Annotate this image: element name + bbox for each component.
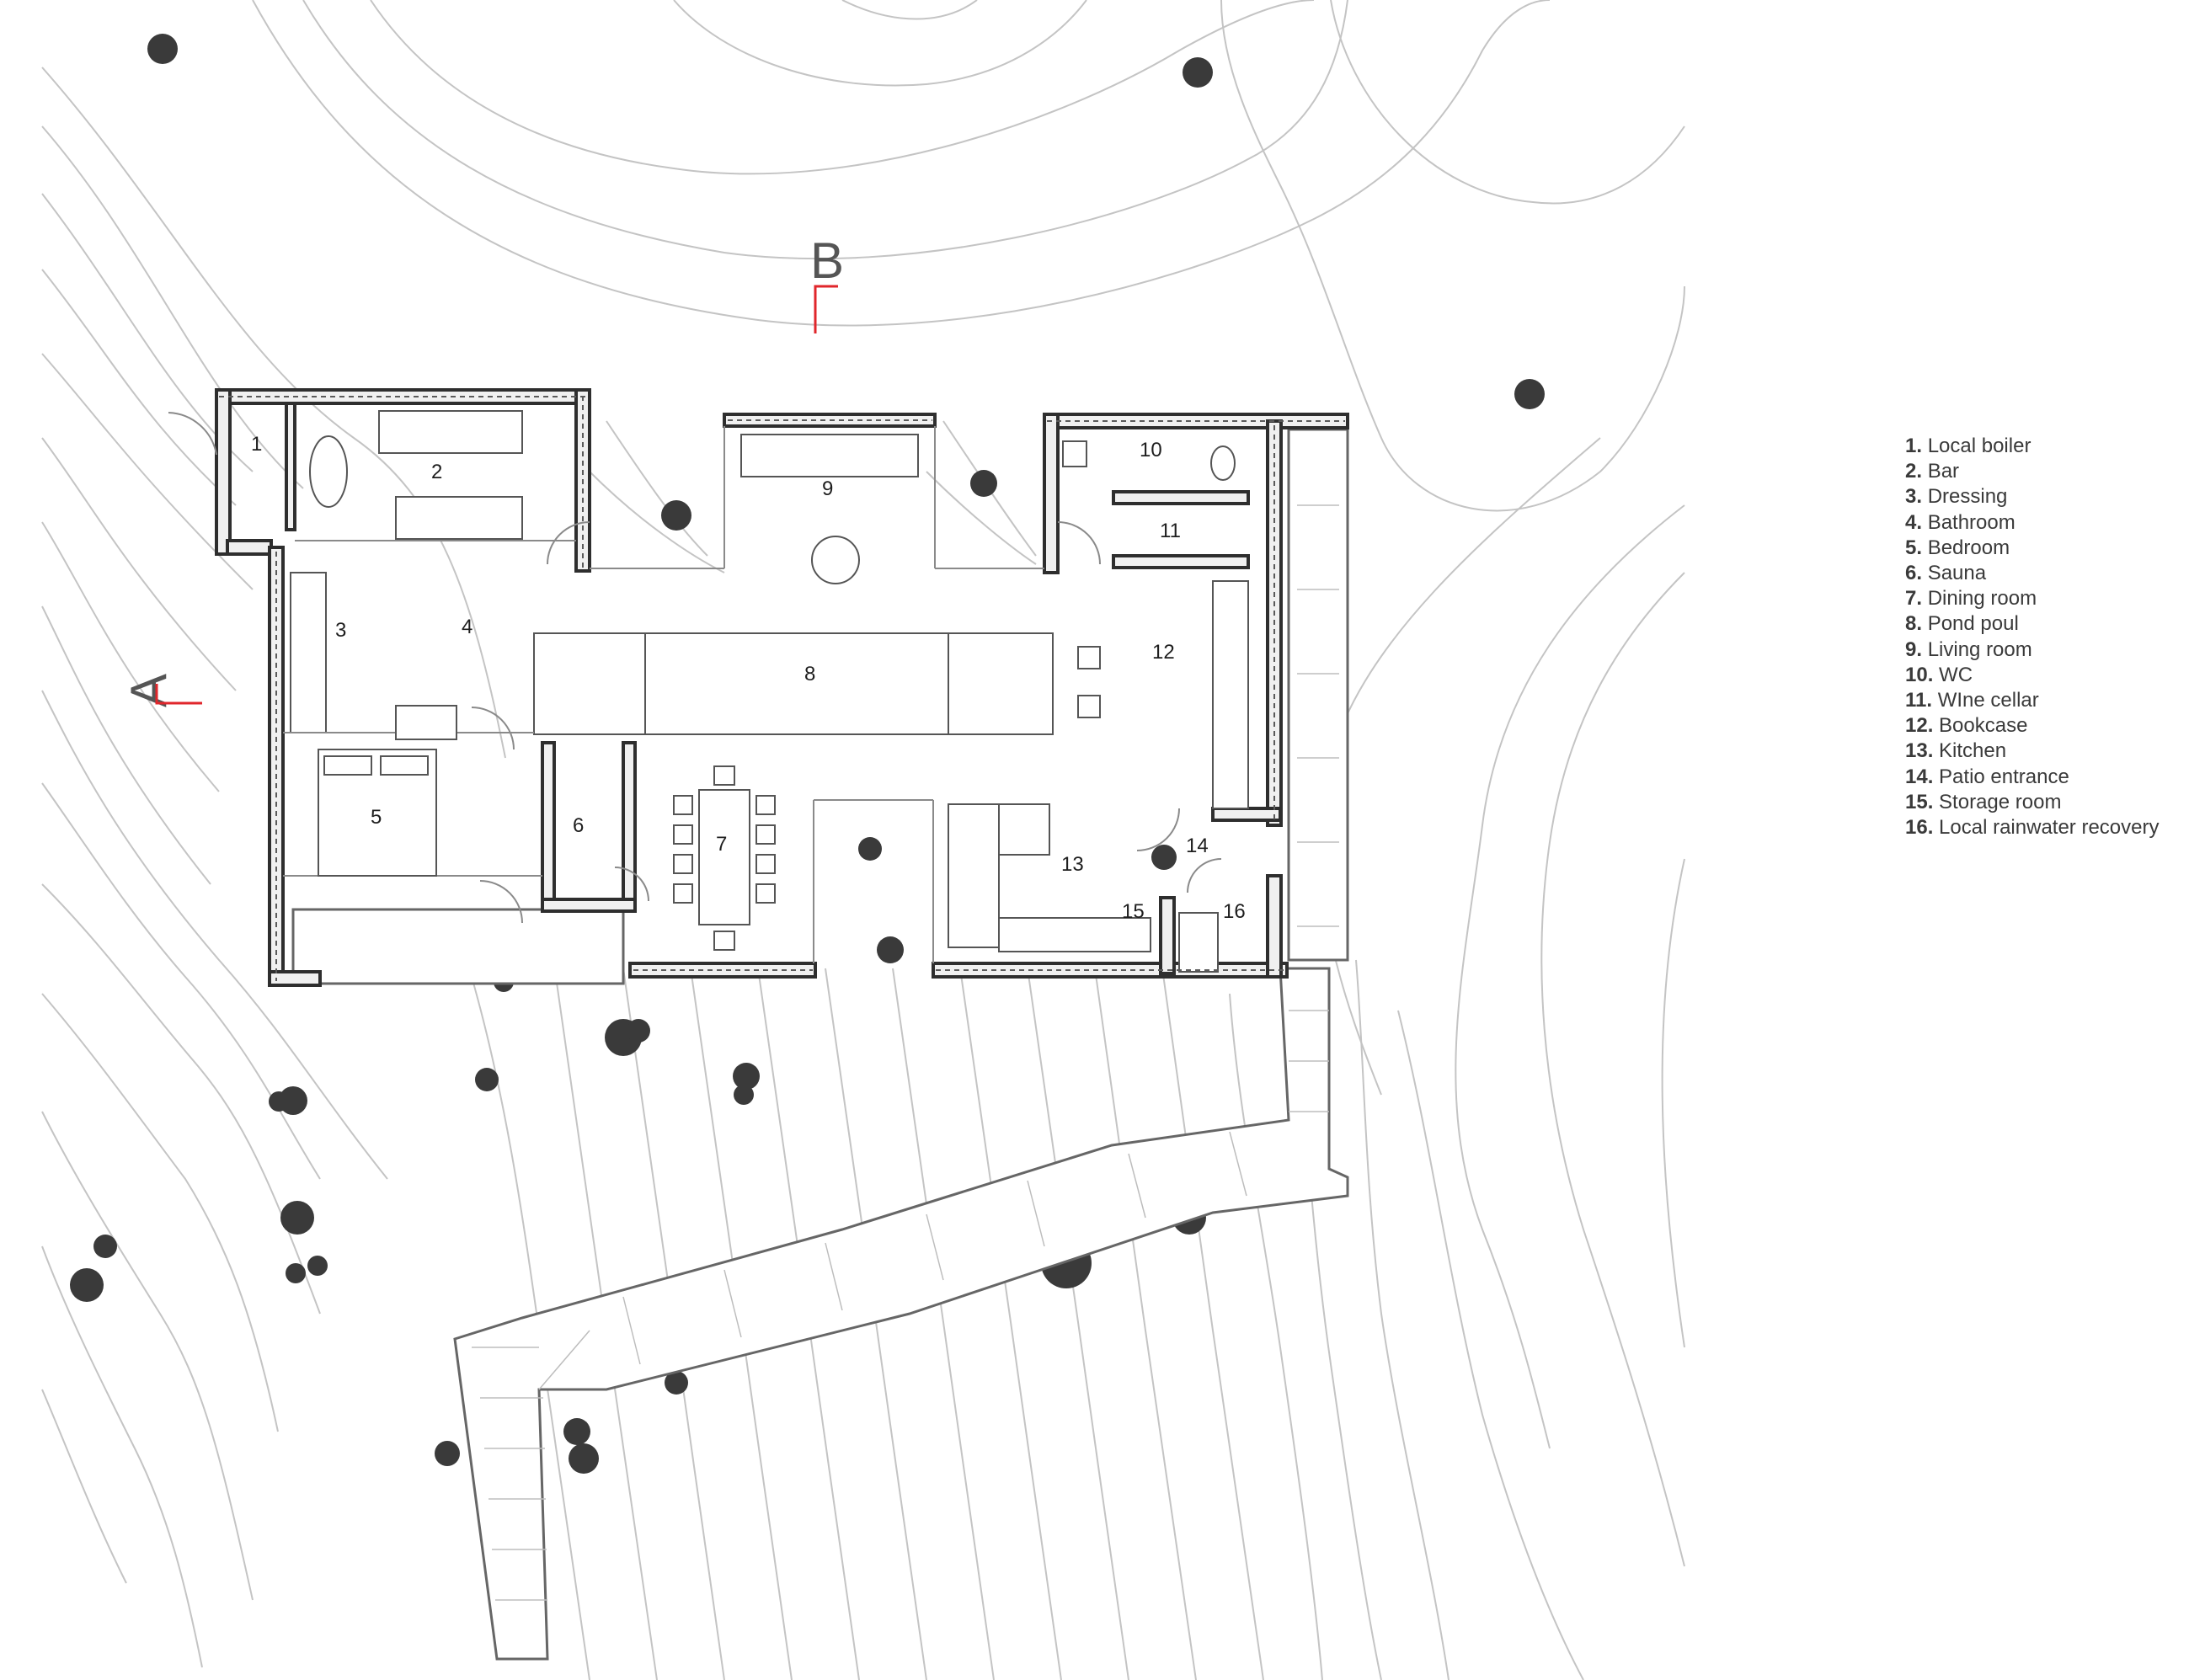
legend-item: 15. Storage room xyxy=(1905,790,2192,815)
legend-item-label: Kitchen xyxy=(1939,739,2007,763)
legend-item: 11. WIne cellar xyxy=(1905,688,2192,713)
room-label: 11 xyxy=(1160,520,1181,542)
room-label: 5 xyxy=(371,806,382,829)
room-label: 3 xyxy=(335,619,346,642)
section-marker-a-label: A xyxy=(120,674,177,707)
legend-item-number: 1. xyxy=(1905,435,1923,457)
legend-item: 14. Patio entrance xyxy=(1905,765,2192,790)
legend-item: 1. Local boiler xyxy=(1905,434,2192,459)
legend-item: 5. Bedroom xyxy=(1905,536,2192,561)
legend-item-label: WIne cellar xyxy=(1937,689,2039,712)
room-label: 2 xyxy=(431,461,442,483)
legend-item-number: 5. xyxy=(1905,536,1923,559)
room-labels: 1 2 3 4 5 6 7 8 9 10 11 12 13 14 15 16 xyxy=(251,433,1246,923)
room-label: 1 xyxy=(251,433,262,456)
room-label: 10 xyxy=(1140,439,1162,461)
legend-item-number: 8. xyxy=(1905,612,1923,636)
legend-item-number: 2. xyxy=(1905,460,1923,483)
legend-item: 3. Dressing xyxy=(1905,484,2192,509)
room-label: 15 xyxy=(1122,900,1145,923)
section-marker-a: A xyxy=(120,674,202,707)
room-label: 8 xyxy=(804,663,815,685)
legend-item-label: Storage room xyxy=(1939,790,2062,813)
legend-item: 2. Bar xyxy=(1905,459,2192,484)
legend-item-number: 6. xyxy=(1905,562,1923,585)
building-walls xyxy=(215,388,1349,987)
room-label: 12 xyxy=(1152,641,1175,664)
legend-item-number: 10. xyxy=(1905,663,1934,686)
legend-item-label: Living room xyxy=(1927,637,2032,661)
legend-item-label: Dressing xyxy=(1927,485,2008,509)
legend-item-label: Bathroom xyxy=(1927,510,2015,534)
legend-item: 4. Bathroom xyxy=(1905,510,2192,536)
legend-item-number: 7. xyxy=(1905,587,1923,611)
section-marker-b: B xyxy=(810,232,844,333)
wall-insulation-hatching xyxy=(219,396,1345,981)
legend-item: 6. Sauna xyxy=(1905,561,2192,586)
section-marker-b-label: B xyxy=(810,232,844,289)
legend-item-number: 3. xyxy=(1905,485,1923,509)
legend-item-label: Bar xyxy=(1927,460,1960,483)
room-legend: 1. Local boiler 2. Bar 3. Dressing 4. Ba… xyxy=(1905,434,2192,840)
legend-item-label: Patio entrance xyxy=(1939,765,2069,788)
legend-item: 8. Pond poul xyxy=(1905,611,2192,637)
legend-item-label: WC xyxy=(1939,663,1973,686)
legend-item-number: 16. xyxy=(1905,816,1934,840)
contour-lines xyxy=(41,0,1685,1680)
room-label: 9 xyxy=(822,477,833,500)
room-label: 7 xyxy=(716,833,727,856)
legend-item-number: 15. xyxy=(1905,790,1934,813)
legend-item: 16. Local rainwater recovery xyxy=(1905,815,2192,840)
room-label: 14 xyxy=(1186,835,1209,857)
legend-item: 13. Kitchen xyxy=(1905,739,2192,764)
legend-item-number: 9. xyxy=(1905,637,1923,661)
legend-item: 7. Dining room xyxy=(1905,586,2192,611)
legend-item-label: Pond poul xyxy=(1927,612,2019,636)
interior-elements xyxy=(168,410,1236,963)
legend-item-label: Dining room xyxy=(1927,587,2037,611)
legend-item-number: 13. xyxy=(1905,739,1934,763)
room-label: 6 xyxy=(573,814,584,837)
room-label: 13 xyxy=(1061,853,1084,876)
room-label: 4 xyxy=(462,616,472,638)
legend-item-label: Sauna xyxy=(1927,562,1987,585)
legend-item-number: 4. xyxy=(1905,510,1923,534)
legend-item: 10. WC xyxy=(1905,663,2192,688)
legend-item: 9. Living room xyxy=(1905,637,2192,663)
legend-item-number: 11. xyxy=(1905,689,1933,712)
legend-item-label: Local rainwater recovery xyxy=(1939,816,2160,840)
legend-item: 12. Bookcase xyxy=(1905,713,2192,739)
legend-item-label: Local boiler xyxy=(1927,435,2031,457)
legend-item-number: 12. xyxy=(1905,714,1934,738)
legend-item-label: Bookcase xyxy=(1939,714,2028,738)
boardwalk-deck xyxy=(291,428,1349,1661)
room-label: 16 xyxy=(1223,900,1246,923)
legend-item-label: Bedroom xyxy=(1927,536,2010,559)
legend-item-number: 14. xyxy=(1905,765,1934,788)
